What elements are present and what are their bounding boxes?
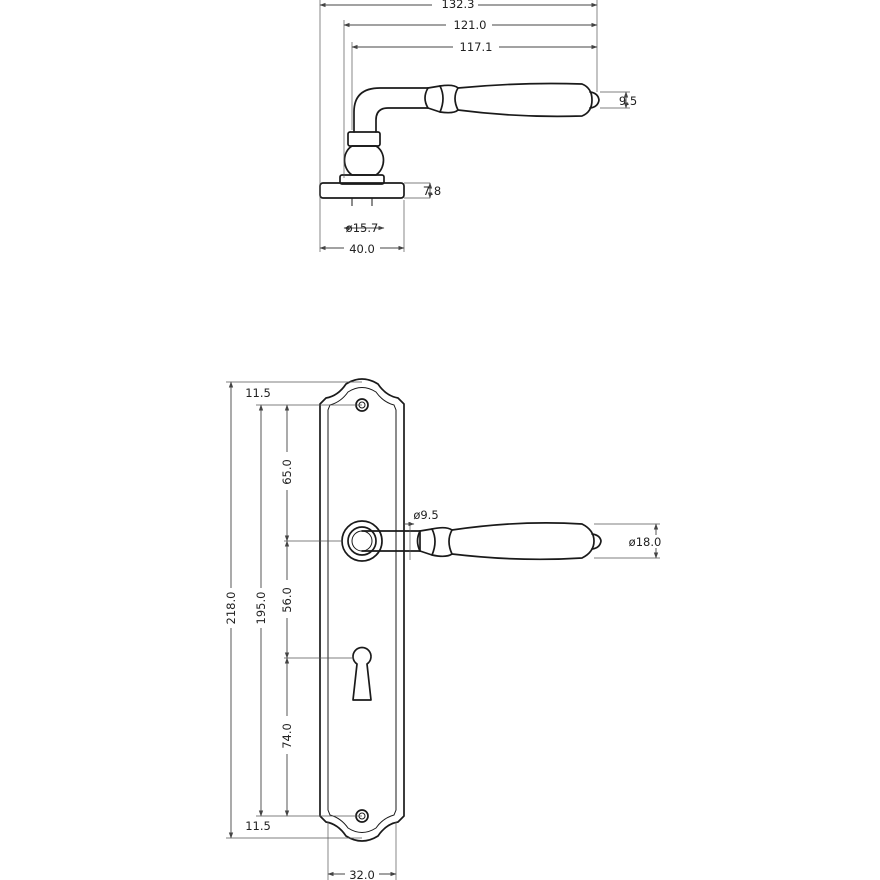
lever-grip [457, 82, 593, 118]
front-lever-grip [451, 522, 595, 561]
dim-length-from-neck: 117.1 [460, 40, 493, 54]
rose-base [319, 182, 405, 199]
dim-grip-diameter: ø18.0 [629, 535, 662, 549]
dim-keyhole-to-bottom: 74.0 [280, 723, 294, 749]
dim-lever-neck-diameter: ø9.5 [413, 508, 438, 522]
dim-plate-height: 218.0 [224, 592, 238, 625]
dim-inner-height: 195.0 [254, 592, 268, 625]
front-grip-end-knob [591, 533, 602, 550]
dim-rose-width: 40.0 [349, 242, 375, 256]
dim-handle-to-keyhole: 56.0 [280, 587, 294, 613]
neck-ring [347, 131, 381, 147]
grip-end-knob [589, 91, 600, 109]
dim-rose-thickness: 7.8 [423, 184, 441, 198]
dim-top-margin: 11.5 [245, 386, 271, 400]
dim-rose-neck-diameter: ø15.7 [346, 221, 379, 235]
lever-elbow-outer [353, 87, 429, 133]
lever-arm [361, 530, 421, 552]
keyhole [352, 646, 372, 701]
lever-collar [427, 85, 444, 113]
side-view: 132.3 121.0 117.1 9.5 7.8 ø15.7 40.0 [319, 0, 637, 256]
dim-plate-width: 32.0 [349, 868, 375, 880]
dim-overall-length: 132.3 [442, 0, 475, 11]
front-view: 218.0 195.0 65.0 56.0 74.0 11.5 11.5 32.… [222, 378, 663, 880]
backplate-outer [319, 378, 405, 842]
backplate-inner [327, 387, 397, 833]
dim-bottom-margin: 11.5 [245, 819, 271, 833]
lever-elbow-inner [375, 107, 429, 133]
dim-grip-end-thickness: 9.5 [619, 94, 637, 108]
dim-handle-to-top: 65.0 [280, 459, 294, 485]
dim-length-from-rose: 121.0 [454, 18, 487, 32]
neck-bulb [343, 145, 385, 176]
front-lever-collar [419, 528, 436, 556]
